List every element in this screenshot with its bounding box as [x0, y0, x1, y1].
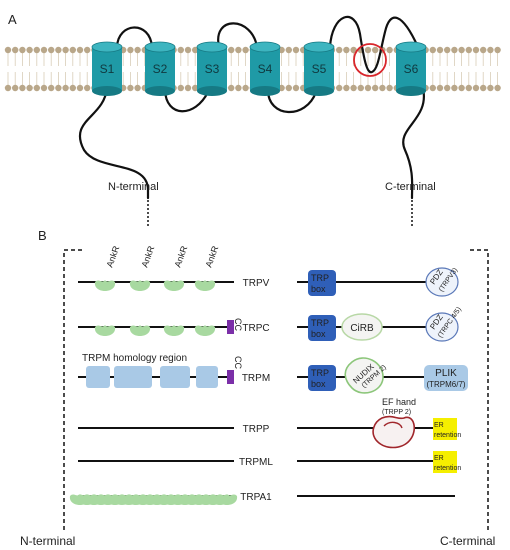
panel-a-label: A: [8, 12, 17, 27]
helix-label: S1: [100, 62, 115, 76]
cc-label-trpc: CC: [233, 318, 243, 331]
svg-text:TRP: TRP: [311, 368, 329, 378]
family-trpa1: TRPA1: [240, 492, 272, 503]
helix-s5: S5: [303, 41, 335, 96]
helix-s1: S1: [91, 41, 123, 96]
family-trpm: TRPM: [242, 373, 270, 384]
c-terminal-bracket: [470, 249, 489, 530]
ankyrin-repeat-shape: [94, 280, 116, 291]
n-terminus-tail: [78, 86, 150, 200]
er-retention-trpp: ER retention: [433, 418, 461, 440]
family-trpc: TRPC: [242, 323, 269, 334]
svg-text:box: box: [311, 284, 326, 294]
pore-loop: [328, 15, 420, 74]
n-terminal-bracket: [63, 249, 82, 530]
ankyrin-repeat-shape: [194, 325, 216, 336]
svg-text:box: box: [311, 329, 326, 339]
er-retention-trpml: ER retention: [433, 451, 461, 473]
ankr-label-1: AnkR: [104, 244, 121, 269]
c-terminal-label-a: C-terminal: [385, 181, 436, 193]
cirb-label: CiRB: [350, 323, 374, 334]
ankyrin-repeat-shape: [163, 325, 185, 336]
helix-label: S2: [153, 62, 168, 76]
ankr-label-4: AnkR: [203, 244, 220, 269]
svg-text:retention: retention: [434, 465, 461, 472]
trp-box-trpm: TRP box: [308, 365, 336, 391]
svg-text:ER: ER: [434, 422, 444, 429]
loop-s3-s4: [217, 22, 259, 49]
ef-hand-domain: EF hand (TRPP 2): [372, 397, 416, 449]
n-terminal-backbones: [78, 281, 234, 497]
svg-text:(TRPM6/7): (TRPM6/7): [426, 380, 465, 389]
ankyrin-repeat-shape: [194, 280, 216, 291]
helix-s2: S2: [144, 41, 176, 96]
ankr-label-3: AnkR: [172, 244, 189, 269]
channel-topology-lines: [78, 15, 426, 200]
trp-box-trpc: TRP box: [308, 315, 336, 341]
cc-label-trpm: CC: [233, 356, 243, 369]
svg-text:(TRPP 2): (TRPP 2): [382, 409, 411, 416]
family-trpml: TRPML: [239, 457, 273, 468]
svg-text:ER: ER: [434, 455, 444, 462]
svg-text:EF hand: EF hand: [382, 397, 416, 407]
trp-box-trpv: TRP box: [308, 270, 336, 296]
n-terminal-label-a: N-terminal: [108, 181, 159, 193]
helix-label: S5: [312, 62, 327, 76]
plik-domain: PLIK (TRPM6/7): [424, 365, 468, 391]
helix-label: S4: [258, 62, 273, 76]
nudix-domain: NUDIX (TRPM 2): [344, 357, 388, 394]
helix-s4: S4: [249, 41, 281, 96]
cc-domain-trpc: [227, 320, 234, 334]
cirb-domain: [341, 313, 383, 341]
helix-s6: S6: [395, 41, 427, 96]
helix-label: S6: [404, 62, 419, 76]
ankyrin-repeats: [69, 280, 238, 505]
loop-s2-s3: [163, 88, 210, 113]
n-terminal-label-b: N-terminal: [20, 534, 75, 548]
ankyrin-repeat-shape: [129, 325, 151, 336]
loop-s4-s5: [266, 88, 318, 114]
helix-label: S3: [205, 62, 220, 76]
family-trpp: TRPP: [243, 424, 270, 435]
ankyrin-repeat-shape: [216, 494, 238, 505]
c-terminus-tail: [402, 86, 426, 200]
trpm-homology-label: TRPM homology region: [82, 353, 187, 364]
svg-text:PLIK: PLIK: [435, 368, 457, 379]
cc-domain-trpm: [227, 370, 234, 384]
ankr-label-2: AnkR: [139, 244, 156, 269]
svg-text:box: box: [311, 379, 326, 389]
trpm-homology-blocks: [86, 366, 218, 388]
ankyrin-repeat-shape: [94, 325, 116, 336]
family-trpv: TRPV: [243, 278, 270, 289]
pdz-domain-trpc: PDZ (TRPC 4/5): [425, 306, 463, 342]
panel-b-label: B: [38, 228, 47, 243]
svg-text:TRP: TRP: [311, 273, 329, 283]
ankyrin-repeat-shape: [129, 280, 151, 291]
loop-s1-s2: [115, 26, 154, 49]
pdz-domain-trpv3: PDZ (TRPV3): [425, 267, 459, 297]
transmembrane-helices: S1 S2 S3 S4 S5 S6: [91, 41, 427, 96]
selectivity-filter-circle: [353, 43, 387, 77]
svg-text:retention: retention: [434, 432, 461, 439]
helix-s3: S3: [196, 41, 228, 96]
c-terminal-label-b: C-terminal: [440, 534, 495, 548]
svg-text:TRP: TRP: [311, 318, 329, 328]
ankyrin-repeat-shape: [163, 280, 185, 291]
